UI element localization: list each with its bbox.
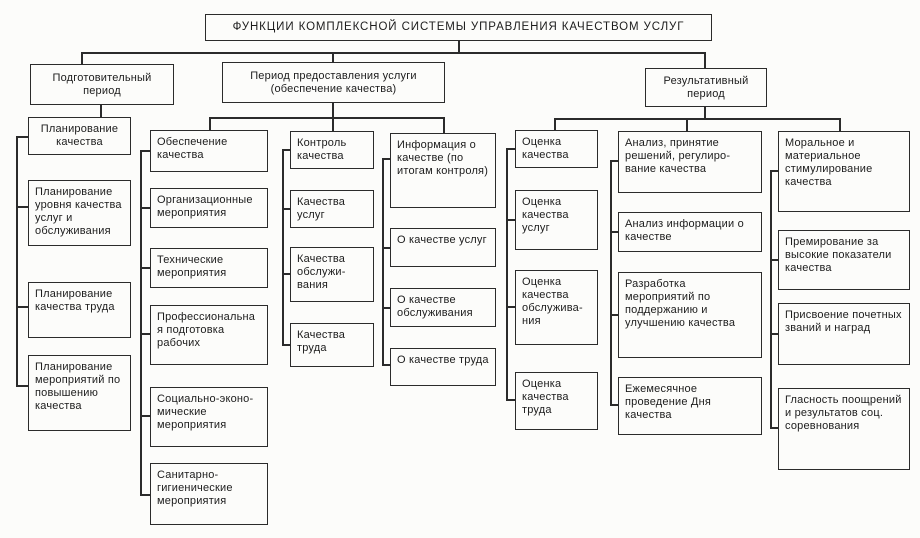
connector-line (382, 307, 390, 309)
connector-line (704, 107, 706, 120)
connector-line (770, 170, 778, 172)
node-info-services-quality: О качестве услуг (390, 228, 496, 267)
node-info-labor-quality: О качестве труда (390, 348, 496, 386)
connector-line (506, 148, 515, 150)
connector-line (209, 117, 445, 119)
connector-line (140, 267, 150, 269)
node-worker-training: Профессиональная подготовка рабочих (150, 305, 268, 365)
node-planning-quality: Планирование качества (28, 117, 131, 155)
connector-line (610, 231, 618, 233)
connector-line (382, 247, 390, 249)
connector-line (282, 273, 290, 275)
connector-line (209, 118, 211, 130)
node-technical-activities: Технические мероприятия (150, 248, 268, 288)
connector-line (382, 158, 390, 160)
node-sanitary-activities: Санитарно-гигиенические мероприятия (150, 463, 268, 525)
node-control-servicing-quality: Качества обслужи­вания (290, 247, 374, 302)
connector-line (839, 119, 841, 131)
connector-line (140, 150, 150, 152)
connector-line (282, 149, 290, 151)
period-resultative: Результативный период (645, 68, 767, 107)
node-info-servicing-quality: О качестве обслуживания (390, 288, 496, 327)
connector-line (140, 415, 150, 417)
connector-line (443, 118, 445, 133)
connector-line (458, 41, 460, 53)
node-quality-assurance: Обеспечение качества (150, 130, 268, 172)
connector-line (770, 170, 772, 429)
connector-line (282, 208, 290, 210)
connector-line (770, 259, 778, 261)
node-assessment-services-quality: Оценка качества услуг (515, 190, 598, 250)
connector-line (770, 427, 778, 429)
connector-line (16, 385, 28, 387)
connector-line (332, 103, 334, 118)
connector-line (100, 105, 102, 117)
node-development-of-activities: Разработка мероприятий по поддержанию и … (618, 272, 762, 358)
node-quality-information: Информация о качестве (по итогам контрол… (390, 133, 496, 208)
node-publicity-of-incentives: Гласность поощрений и результатов соц. с… (778, 388, 910, 470)
connector-line (610, 160, 618, 162)
node-control-labor-quality: Качества труда (290, 323, 374, 367)
connector-line (81, 53, 83, 64)
node-bonuses-for-quality: Премирование за высокие пока­затели каче… (778, 230, 910, 290)
connector-line (506, 219, 515, 221)
connector-line (16, 206, 28, 208)
node-planning-service-quality-level: Планирование уровня качества услуг и обс… (28, 180, 131, 246)
node-organizational-activities: Организационные мероприятия (150, 188, 268, 228)
connector-line (282, 344, 290, 346)
diagram-title: ФУНКЦИИ КОМПЛЕКСНОЙ СИСТЕМЫ УПРАВЛЕНИЯ К… (205, 14, 712, 41)
period-provision: Период предоставления услуги (обеспечени… (222, 62, 445, 103)
connector-line (382, 364, 390, 366)
connector-line (16, 136, 18, 387)
connector-line (140, 150, 142, 496)
connector-line (770, 333, 778, 335)
node-control-services-quality: Качества услуг (290, 190, 374, 228)
connector-line (332, 53, 334, 62)
connector-line (81, 52, 706, 54)
node-analysis-quality-info: Анализ информации о качестве (618, 212, 762, 252)
connector-line (16, 306, 28, 308)
node-quality-control: Контроль качества (290, 131, 374, 169)
connector-line (140, 333, 150, 335)
connector-line (506, 399, 515, 401)
node-moral-material-stimulation: Моральное и материальное стимулирование … (778, 131, 910, 212)
connector-line (332, 118, 334, 131)
connector-line (140, 494, 150, 496)
connector-line (610, 314, 618, 316)
connector-line (16, 136, 28, 138)
connector-line (382, 158, 384, 366)
node-monthly-quality-day: Ежемесячное проведение Дня качества (618, 377, 762, 435)
connector-line (282, 149, 284, 346)
connector-line (610, 160, 612, 406)
node-socioeconomic-activities: Социально-эконо­мические мероприятия (150, 387, 268, 447)
node-quality-assessment: Оценка качества (515, 130, 598, 168)
connector-line (506, 148, 508, 401)
connector-line (686, 119, 688, 131)
node-honorary-titles-awards: Присвоение почет­ных званий и наград (778, 303, 910, 365)
connector-line (704, 53, 706, 68)
connector-line (554, 119, 556, 130)
period-preparatory: Подготовительный период (30, 64, 174, 105)
node-planning-improvement-activities: Планирование мероприятий по повышению ка… (28, 355, 131, 431)
connector-line (506, 306, 515, 308)
connector-line (140, 207, 150, 209)
node-planning-labor-quality: Планирование качества труда (28, 282, 131, 338)
connector-line (610, 404, 618, 406)
connector-line (554, 118, 841, 120)
node-assessment-servicing-quality: Оценка качества обслужива­ния (515, 270, 598, 345)
node-assessment-labor-quality: Оценка качества труда (515, 372, 598, 430)
node-analysis-decisions-regulation: Анализ, принятие решений, регулиро­вание… (618, 131, 762, 193)
